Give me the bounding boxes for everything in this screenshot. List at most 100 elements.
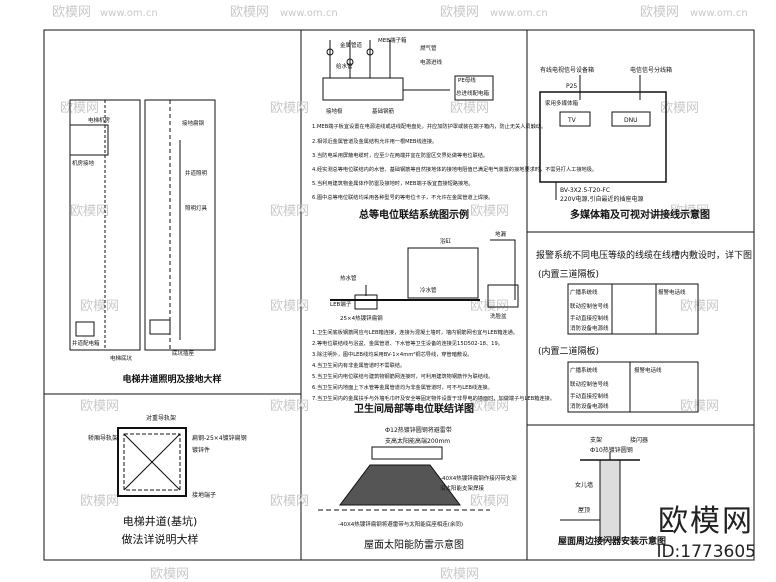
parapet-title: 屋面周边接闪器安装示意图 bbox=[558, 535, 666, 547]
eq-label: 金属管道 bbox=[340, 41, 363, 49]
svg-text:欧模网: 欧模网 bbox=[640, 5, 679, 20]
svg-text:欧模网: 欧模网 bbox=[270, 101, 309, 116]
elevator-label: 电梯底坑 bbox=[110, 354, 133, 362]
pit-socket-box bbox=[149, 319, 171, 335]
alarm-line: 消防设备电源线 bbox=[570, 402, 609, 410]
equipotential-panel: MEB端子箱 金属管道 给水管 燃气管 电源进线 PE母线 总进线配电箱 接地极… bbox=[312, 36, 597, 221]
eq-label: 基础钢筋 bbox=[372, 107, 395, 115]
pit-label: 扁钢-25×4镀锌扁钢 bbox=[192, 434, 247, 442]
bath-note: 3.除注明外，图中LEB线均采用BV-1×4mm²铜芯导线，穿管暗敷设。 bbox=[312, 350, 472, 358]
alarm-line: 广播系统线 bbox=[570, 288, 598, 296]
elevator-label: 接地扁钢 bbox=[182, 119, 205, 127]
svg-text:欧模网: 欧模网 bbox=[450, 101, 489, 116]
svg-text:欧模网: 欧模网 bbox=[470, 399, 509, 414]
svg-text:欧模网: 欧模网 bbox=[80, 299, 119, 314]
eq-label: PE母线 bbox=[458, 76, 476, 84]
alarm-trunking-panel: 报警系统不同电压等级的线缆在线槽内敷设时，详下图 (内置三道隔板) 广播系统线 … bbox=[536, 249, 752, 413]
roof-solar-panel: Ф12热镀锌圆钢将避雷带 支高太阳能高端200mm -40X4热镀锌扁钢作接闪带… bbox=[318, 426, 517, 551]
svg-text:www.om.cn: www.om.cn bbox=[690, 8, 748, 19]
pit-inner bbox=[123, 433, 181, 491]
bath-label: 25×4热镀锌扁钢 bbox=[340, 314, 383, 322]
elevator-label: 电梯机房 bbox=[88, 116, 111, 124]
svg-text:欧模网: 欧模网 bbox=[670, 204, 709, 219]
svg-text:欧模网: 欧模网 bbox=[60, 101, 99, 116]
eq-label: 燃气管 bbox=[420, 44, 437, 52]
bath-label: 冷水管 bbox=[420, 286, 437, 294]
parapet-label: 女儿墙 bbox=[575, 481, 593, 489]
sheet-frame bbox=[43, 29, 755, 561]
dnu-module bbox=[611, 111, 651, 127]
svg-text:欧模网: 欧模网 bbox=[440, 567, 479, 582]
eq-label: 接地极 bbox=[326, 107, 343, 115]
svg-text:欧模网: 欧模网 bbox=[70, 204, 109, 219]
bath-note: 2.等电位联结线与浴盆、金属管道、下水管等卫生设备的连接见15D502-18、1… bbox=[312, 339, 503, 347]
eq-note: 1.MEB端子板宜设置在电源进线或进线配电盘处，并应加防护罩或装在端子箱内，防止… bbox=[312, 122, 546, 130]
eq-note: 3.当防电采用屏蔽电缆时，应至少在两端并宜在防雷区交界处做等电位联结。 bbox=[312, 151, 488, 159]
elevator-title: 电梯井道照明及接地大样 bbox=[122, 373, 221, 385]
eq-note: 5.当利用建筑物金属体作防雷及接地时，MEB端子板宜直接短路接地。 bbox=[312, 179, 474, 187]
eq-note: 4.经实测总等电位联结内的水管、基础钢筋等自然接地体的接地电阻值已满足电气装置的… bbox=[312, 165, 597, 173]
roof-label: 支高太阳能高端200mm bbox=[385, 437, 450, 445]
bath-label: 地漏 bbox=[495, 230, 507, 238]
svg-text:www.om.cn: www.om.cn bbox=[280, 8, 338, 19]
mm-label: P25 bbox=[566, 83, 577, 90]
mm-label: 有线电视信号设备箱 bbox=[540, 66, 594, 74]
bath-note: 5.当卫生间内电位联结与建筑物钢筋网连接时，可利用建筑物钢筋作为联结线。 bbox=[312, 372, 493, 380]
mm-label: DNU bbox=[624, 117, 638, 124]
mm-label: 220V电源,引自最近的插座电源 bbox=[560, 195, 643, 203]
svg-text:欧模网: 欧模网 bbox=[470, 494, 509, 509]
alarm-line: 联动控制信号线 bbox=[570, 380, 609, 388]
asset-id: ID:1773605 bbox=[656, 542, 756, 562]
mm-label: BV-3X2.5-T20-FC bbox=[560, 187, 610, 194]
pit-title-2: 做法详说明大样 bbox=[122, 532, 199, 546]
parapet-label: 支架 bbox=[590, 436, 602, 444]
mm-label: TV bbox=[567, 117, 577, 124]
solar-tank bbox=[371, 446, 443, 460]
bath-label: LEB端子 bbox=[330, 300, 352, 308]
alarm-caption-2: (内置二道隔板) bbox=[538, 345, 599, 357]
alarm-intro: 报警系统不同电压等级的线缆在线槽内敷设时，详下图 bbox=[536, 249, 752, 261]
elevator-label: 机房接地 bbox=[72, 159, 95, 167]
svg-text:欧模网: 欧模网 bbox=[440, 5, 479, 20]
svg-text:欧模网: 欧模网 bbox=[270, 399, 309, 414]
equipotential-title: 总等电位联结系统图示例 bbox=[359, 208, 469, 221]
svg-text:欧模网: 欧模网 bbox=[150, 567, 189, 582]
pit-title-1: 电梯井道(基坑) bbox=[123, 514, 198, 528]
bath-label: 浴缸 bbox=[440, 237, 452, 245]
meb-box bbox=[322, 77, 404, 101]
bath-label: 洗脸盆 bbox=[490, 312, 507, 320]
shaft-right-wall bbox=[144, 99, 216, 351]
alarm-line: 手动直接控制线 bbox=[570, 392, 609, 400]
elevator-label: 井道照明 bbox=[185, 169, 208, 177]
svg-text:www.om.cn: www.om.cn bbox=[100, 8, 158, 19]
roof-label: 沿太阳能支架焊接 bbox=[440, 484, 485, 492]
svg-text:欧模网: 欧模网 bbox=[80, 399, 119, 414]
eq-note: 6.图中总等电位联结均采用各种型号的等电位卡子，不允许在金属管道上焊接。 bbox=[312, 193, 493, 201]
elevator-pit-panel: 对重导轨架 轿厢导轨架 扁钢-25×4镀锌扁钢 镀锌件 接地端子 电梯井道(基坑… bbox=[88, 414, 247, 546]
main-panel bbox=[454, 75, 494, 101]
roof-label: Ф12热镀锌圆钢将避雷带 bbox=[385, 426, 452, 434]
washbasin bbox=[487, 284, 519, 308]
elevator-label: 井道配电箱 bbox=[72, 339, 100, 347]
alarm-line: 报警电话线 bbox=[634, 366, 662, 374]
pit-outer bbox=[117, 427, 187, 497]
bathroom-panel: 浴缸 地漏 洗脸盆 热水管 冷水管 25×4热镀锌扁钢 LEB端子 1.卫生间底… bbox=[312, 230, 555, 415]
bath-note: 4.当卫生间内有非金属管道时不需联结。 bbox=[312, 361, 405, 369]
elevator-label: 照明灯具 bbox=[185, 204, 208, 212]
svg-text:欧模网: 欧模网 bbox=[270, 494, 309, 509]
svg-text:www.om.cn: www.om.cn bbox=[490, 8, 548, 19]
parapet-label: 接闪器 bbox=[630, 436, 648, 444]
brand-logo: 欧模网 bbox=[658, 504, 754, 539]
alarm-line: 报警电话线 bbox=[658, 288, 686, 296]
mm-label: 电信信号分线箱 bbox=[630, 66, 672, 74]
bath-label: 热水管 bbox=[340, 274, 357, 282]
alarm-line: 手动直接控制线 bbox=[570, 314, 609, 322]
alarm-line: 联动控制信号线 bbox=[570, 302, 609, 310]
parapet-wall bbox=[599, 459, 621, 541]
pit-label: 对重导轨架 bbox=[146, 414, 176, 422]
bathtub bbox=[407, 247, 479, 299]
eq-label: 电源进线 bbox=[420, 58, 443, 66]
alarm-caption-1: (内置三道隔板) bbox=[538, 268, 599, 280]
eq-label: 给水管 bbox=[336, 62, 353, 70]
elevator-shaft-panel: 电梯机房 机房接地 接地扁钢 井道照明 照明灯具 底坑插座 井道配电箱 电梯底坑… bbox=[69, 99, 222, 385]
